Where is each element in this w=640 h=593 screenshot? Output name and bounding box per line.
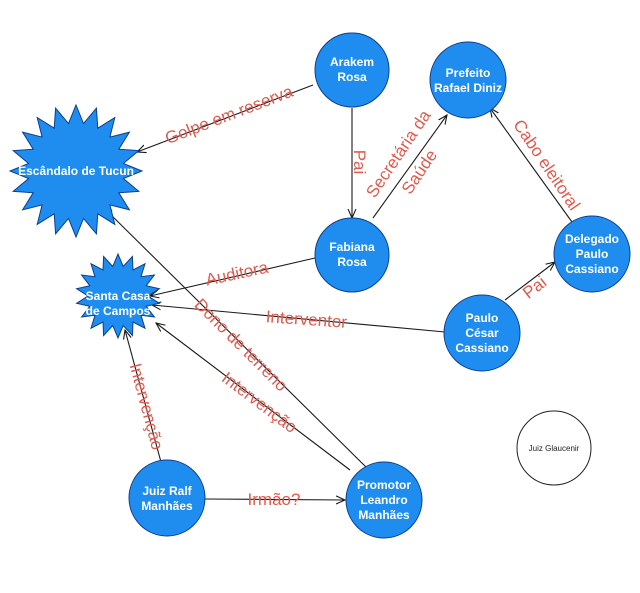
label-intervencao-ralf: Intervenção	[126, 361, 167, 452]
edge-secretaria	[372, 115, 447, 219]
node-fabiana-line2: Rosa	[337, 255, 367, 269]
node-escandalo-line1: Escândalo de Tucun	[18, 164, 134, 178]
node-paulo-cesar-line2: César	[465, 326, 499, 340]
label-irmao: Irmão?	[248, 490, 301, 509]
edge-intervencao-promotor	[156, 323, 351, 471]
node-delegado-line1: Delegado	[565, 232, 619, 246]
node-promotor-line2: Leandro	[360, 493, 407, 507]
node-paulo-cesar-cassiano: Paulo César Cassiano	[443, 294, 521, 372]
node-delegado-line3: Cassiano	[565, 262, 618, 276]
label-interventor: Interventor	[265, 307, 348, 332]
label-cabo-eleitoral: Cabo eleitoral	[509, 116, 583, 214]
node-santa-casa-line2: de Campos	[86, 304, 151, 318]
node-promotor-leandro-manhaes: Promotor Leandro Manhães	[345, 461, 423, 539]
edge-dono-de-terreno	[103, 207, 370, 471]
node-fabiana-line1: Fabiana	[329, 240, 375, 254]
edge-irmao	[204, 499, 345, 500]
node-juiz-glaucenir-line1: Juiz Glaucenir	[529, 444, 580, 453]
node-escandalo-de-tucun: Escândalo de Tucun	[8, 103, 144, 239]
node-juiz-ralf-line2: Manhães	[141, 499, 193, 513]
node-fabiana-rosa: Fabiana Rosa	[314, 217, 390, 293]
node-paulo-cesar-line3: Cassiano	[455, 341, 508, 355]
node-promotor-line3: Manhães	[358, 508, 410, 522]
label-pai-arakem: Pai	[350, 150, 369, 175]
nodes: Arakem Rosa Prefeito Rafael Diniz Escând…	[8, 32, 631, 539]
edge-cabo-eleitoral	[490, 108, 573, 223]
node-promotor-line1: Promotor	[357, 478, 411, 492]
node-delegado-line2: Paulo	[576, 247, 609, 261]
edges	[103, 84, 573, 500]
edge-labels: Golpe em reserva Pai Secretária da Saúde…	[126, 82, 584, 509]
node-arakem-line2: Rosa	[337, 70, 367, 84]
label-golpe-em-reserva: Golpe em reserva	[163, 82, 296, 148]
node-prefeito-line2: Rafael Diniz	[434, 81, 502, 95]
node-santa-casa-line1: Santa Casa	[86, 289, 151, 303]
node-juiz-ralf-manhaes: Juiz Ralf Manhães	[128, 459, 206, 537]
edge-golpe-em-reserva	[137, 84, 314, 152]
edge-intervencao-ralf	[125, 330, 162, 463]
node-paulo-cesar-line1: Paulo	[466, 311, 499, 325]
node-arakem-line1: Arakem	[330, 55, 374, 69]
edge-auditora	[150, 257, 316, 296]
node-arakem-rosa: Arakem Rosa	[314, 32, 390, 108]
node-prefeito-line1: Prefeito	[446, 66, 491, 80]
edge-pai-paulo	[504, 262, 555, 301]
label-pai-paulo: Pai	[519, 273, 550, 303]
star-shape-santa-casa	[75, 252, 161, 340]
node-juiz-glaucenir: Juiz Glaucenir	[516, 410, 592, 486]
node-juiz-ralf-line1: Juiz Ralf	[142, 484, 192, 498]
node-delegado-paulo-cassiano: Delegado Paulo Cassiano	[553, 215, 631, 293]
edge-interventor	[152, 305, 446, 333]
label-auditora: Auditora	[204, 258, 270, 290]
node-prefeito-rafael-diniz: Prefeito Rafael Diniz	[429, 41, 507, 119]
node-santa-casa-de-campos: Santa Casa de Campos	[75, 252, 161, 340]
star-shape-escandalo	[8, 103, 144, 239]
